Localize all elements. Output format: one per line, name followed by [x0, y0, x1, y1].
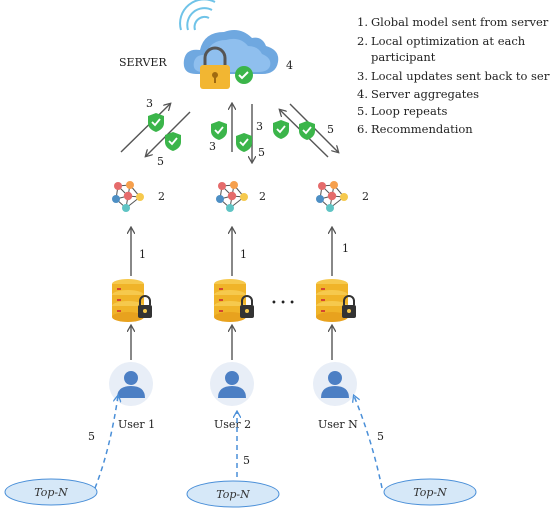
step-model-1: 1 [139, 248, 146, 261]
step-up-col1: 3 [146, 97, 153, 110]
step-model-3: 1 [342, 242, 349, 255]
local-database-icon-1 [111, 278, 153, 323]
secure-shield-icon-col2b [235, 132, 253, 153]
step-up-col3: 3 [256, 120, 263, 133]
step-loop-1: 5 [88, 430, 95, 443]
legend-num-1: 1. [357, 15, 368, 29]
topn-ellipse-1 [4, 478, 98, 506]
legend-text-5: Loop repeats [371, 104, 447, 118]
legend-num-6: 6. [357, 122, 368, 136]
user-avatar-icon-2 [210, 362, 254, 406]
topn-label-2: Top-N [216, 488, 250, 501]
legend-text-6: Recommendation [371, 122, 473, 136]
server-cloud-icon [179, 0, 279, 89]
legend-text-1: Global model sent from server [371, 15, 549, 29]
topn-ellipse-2 [186, 480, 280, 508]
legend-num-5: 5. [357, 104, 368, 118]
model-network-icon-2 [215, 180, 249, 213]
legend-text-2b: participant [371, 50, 436, 64]
user-name-3: User N [318, 418, 358, 431]
step-loop-2: 5 [243, 454, 250, 467]
loop-arrow-1 [94, 396, 118, 489]
local-database-icon-2 [213, 278, 255, 323]
user-name-2: User 2 [214, 418, 251, 431]
server-step-label: 4 [286, 59, 293, 72]
legend-num-3: 3. [357, 69, 368, 83]
up-arrow-col1 [120, 104, 170, 153]
ellipsis: • • • [271, 298, 295, 309]
legend-text-3: Local updates sent back to server [371, 69, 550, 83]
topn-label-3: Top-N [413, 486, 447, 499]
local-database-icon-3 [315, 278, 357, 323]
step-local-1: 2 [158, 190, 165, 203]
server-label: SERVER [119, 56, 167, 69]
user-avatar-icon-1 [109, 362, 153, 406]
topn-label-1: Top-N [34, 486, 68, 499]
secure-shield-icon-col1a [147, 112, 165, 133]
legend-num-4: 4. [357, 87, 368, 101]
step-model-2: 1 [240, 248, 247, 261]
legend-num-2: 2. [357, 34, 368, 48]
step-up-col2: 3 [209, 140, 216, 153]
step-local-2: 2 [259, 190, 266, 203]
secure-shield-icon-col3b [298, 120, 316, 141]
step-loop-3: 5 [377, 430, 384, 443]
step-down-col1: 5 [157, 155, 164, 168]
step-down-col3: 5 [327, 123, 334, 136]
step-local-3: 2 [362, 190, 369, 203]
model-network-icon-3 [315, 180, 349, 213]
step-down-col2: 5 [258, 146, 265, 159]
loop-arrow-3 [354, 396, 383, 489]
secure-shield-icon-col2a [210, 120, 228, 141]
secure-shield-icon-col3a [272, 119, 290, 140]
user-name-1: User 1 [118, 418, 155, 431]
legend: 1. Global model sent from server 2. Loca… [357, 15, 550, 136]
legend-text-2a: Local optimization at each [371, 34, 526, 48]
user-avatar-icon-3 [313, 362, 357, 406]
topn-ellipse-3 [383, 478, 477, 506]
secure-shield-icon-col1b [164, 131, 182, 152]
legend-text-4: Server aggregates [371, 87, 479, 101]
model-network-icon-1 [111, 180, 145, 213]
